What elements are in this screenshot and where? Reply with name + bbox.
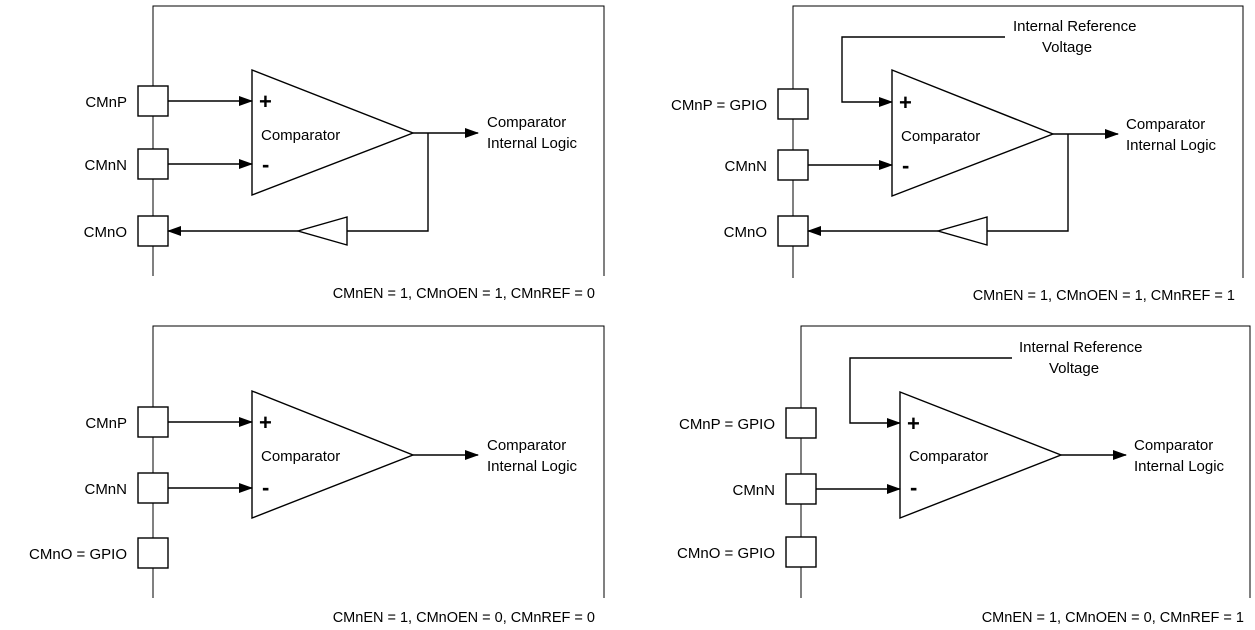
- comparator-label: Comparator: [261, 448, 340, 465]
- device-boundary: [152, 5, 605, 276]
- minus-sign: -: [262, 475, 269, 500]
- reference-label-line2: Voltage: [1042, 39, 1092, 56]
- comparator-label: Comparator: [909, 448, 988, 465]
- reference-label-line2: Voltage: [1049, 360, 1099, 377]
- feedback-line: [347, 133, 429, 232]
- output-label-line2: Internal Logic: [487, 135, 578, 152]
- comparator-triangle: [899, 390, 1063, 520]
- pin-o-box: [785, 536, 817, 568]
- pin-o-box: [777, 215, 809, 247]
- config-caption: CMnEN = 1, CMnOEN = 0, CMnREF = 1: [982, 610, 1244, 626]
- plus-sign: +: [899, 90, 912, 115]
- pin-p-box: [137, 85, 169, 117]
- pin-p-box: [785, 407, 817, 439]
- pin-p-box: [777, 88, 809, 120]
- pin-n-label: CMnN: [732, 482, 775, 499]
- output-label-line1: Comparator: [1126, 116, 1205, 133]
- panel-1: CMnP CMnN CMnO + - Comparator Comparator…: [84, 5, 605, 302]
- comparator-triangle: [251, 68, 415, 197]
- panel-2: CMnP = GPIO CMnN CMnO Internal Reference…: [671, 5, 1244, 304]
- comparator-label: Comparator: [261, 127, 340, 144]
- comparator-label: Comparator: [901, 128, 980, 145]
- pin-n-box: [785, 473, 817, 505]
- config-caption: CMnEN = 1, CMnOEN = 1, CMnREF = 1: [973, 288, 1235, 304]
- feedback-line: [987, 134, 1069, 232]
- pin-n-label: CMnN: [84, 481, 127, 498]
- pin-n-box: [137, 472, 169, 504]
- pin-p-label: CMnP: [85, 94, 127, 111]
- output-label-line2: Internal Logic: [487, 458, 578, 475]
- pin-o-box: [137, 537, 169, 569]
- output-label-line2: Internal Logic: [1134, 458, 1225, 475]
- panel-4: CMnP = GPIO CMnN CMnO = GPIO Internal Re…: [677, 325, 1251, 626]
- reference-label-line1: Internal Reference: [1013, 18, 1136, 35]
- pin-n-label: CMnN: [724, 158, 767, 175]
- pin-o-box: [137, 215, 169, 247]
- output-label-line1: Comparator: [1134, 437, 1213, 454]
- reference-line: [849, 357, 1012, 428]
- panel-3: CMnP CMnN CMnO = GPIO + - Comparator Com…: [29, 325, 605, 626]
- pin-p-label: CMnP = GPIO: [679, 416, 775, 433]
- comparator-triangle: [251, 389, 415, 520]
- comparator-triangle: [891, 68, 1055, 198]
- plus-sign: +: [259, 410, 272, 435]
- pin-o-label: CMnO: [724, 224, 767, 241]
- output-buffer-triangle: [935, 216, 988, 246]
- config-caption: CMnEN = 1, CMnOEN = 0, CMnREF = 0: [333, 610, 595, 626]
- pin-p-label: CMnP: [85, 415, 127, 432]
- plus-sign: +: [907, 411, 920, 436]
- config-caption: CMnEN = 1, CMnOEN = 1, CMnREF = 0: [333, 286, 595, 302]
- reference-line: [841, 36, 1005, 107]
- output-label-line2: Internal Logic: [1126, 137, 1217, 154]
- pin-o-label: CMnO: [84, 224, 127, 241]
- device-boundary: [792, 5, 1244, 278]
- minus-sign: -: [902, 153, 909, 178]
- pin-n-box: [777, 149, 809, 181]
- output-label-line1: Comparator: [487, 114, 566, 131]
- device-boundary: [800, 325, 1251, 598]
- minus-sign: -: [910, 475, 917, 500]
- pin-n-box: [137, 148, 169, 180]
- reference-label-line1: Internal Reference: [1019, 339, 1142, 356]
- pin-n-label: CMnN: [84, 157, 127, 174]
- output-label-line1: Comparator: [487, 437, 566, 454]
- pin-o-label: CMnO = GPIO: [29, 546, 127, 563]
- device-boundary: [152, 325, 605, 598]
- pin-o-label: CMnO = GPIO: [677, 545, 775, 562]
- plus-sign: +: [259, 89, 272, 114]
- pin-p-box: [137, 406, 169, 438]
- pin-p-label: CMnP = GPIO: [671, 97, 767, 114]
- output-buffer-triangle: [295, 216, 348, 246]
- minus-sign: -: [262, 152, 269, 177]
